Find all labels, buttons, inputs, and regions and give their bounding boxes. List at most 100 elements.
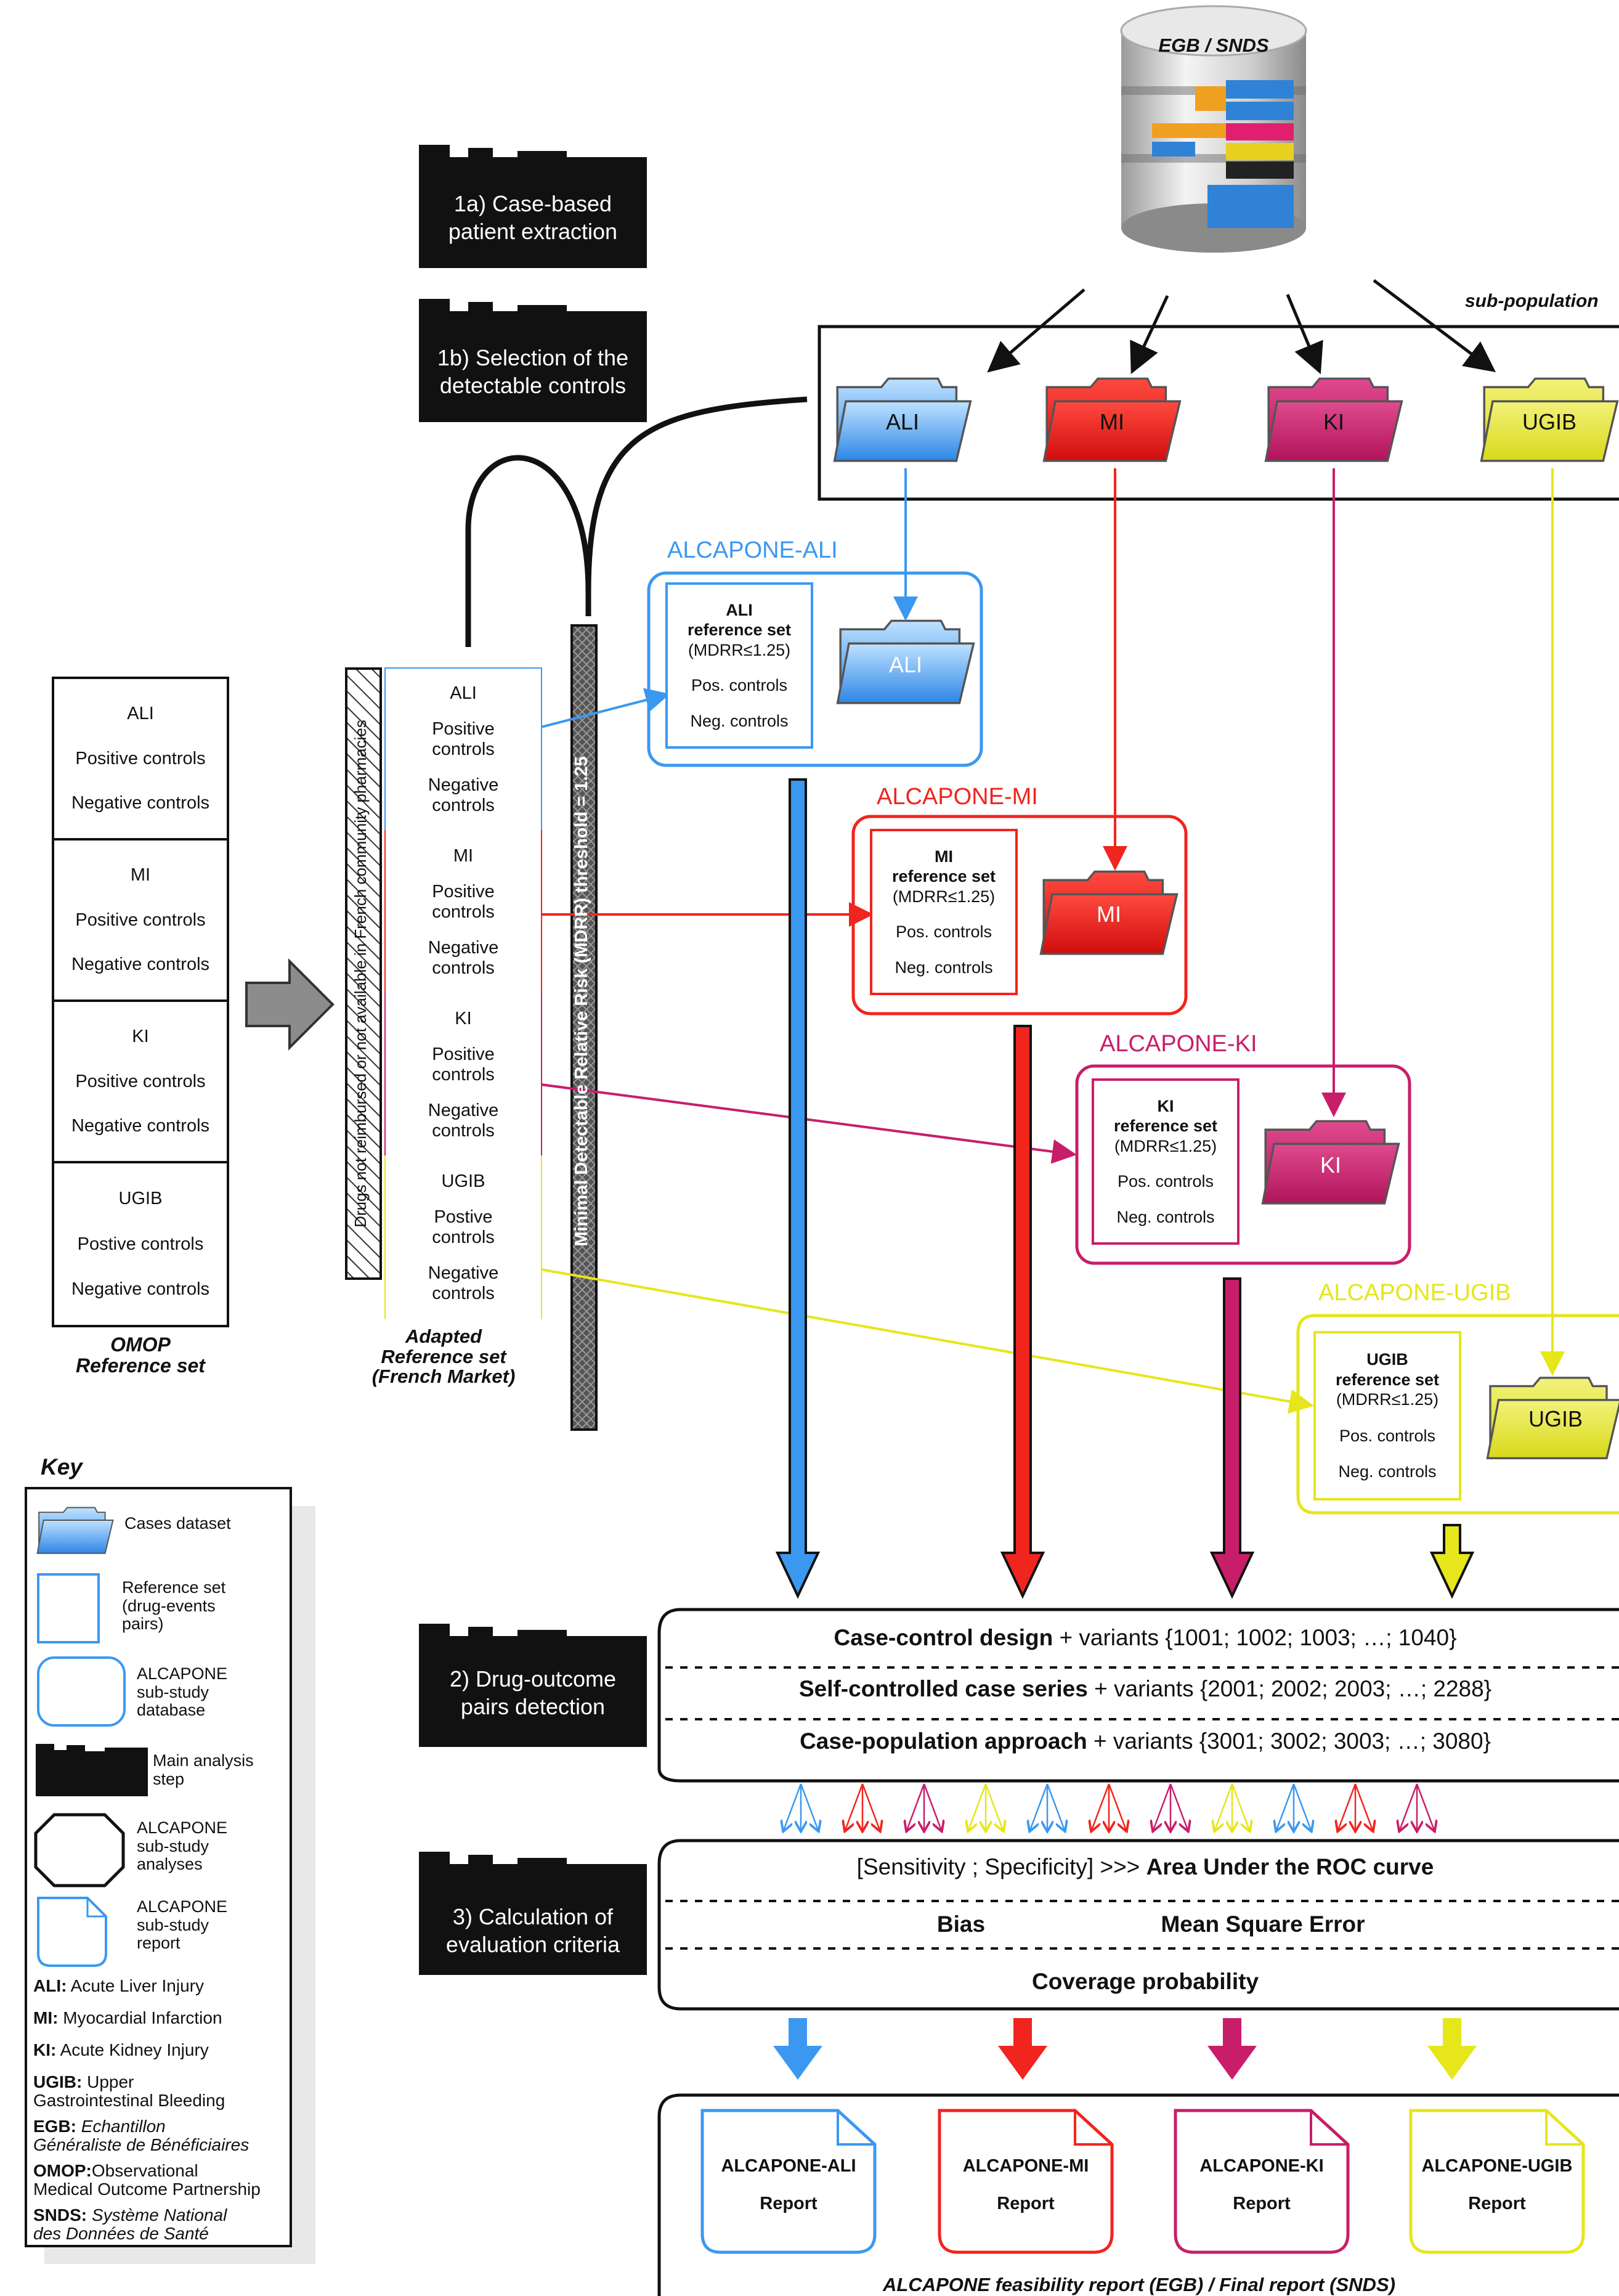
substudy-ki-title: ALCAPONE-KI [1100,1031,1257,1057]
criteria-box [657,1839,1619,2011]
folder-label-ugib: UGIB [1528,1406,1583,1431]
fan-arrow [784,1783,802,1830]
fan-arrow [1108,1783,1126,1830]
key-label-substudy-db: ALCAPONE sub-study database [137,1664,228,1720]
fan-arrow [1215,1783,1233,1830]
report-doc-mi [938,2109,1114,2254]
substudy-ali-box [647,571,983,767]
abbr-ugib: UGIB: Upper Gastrointestinal Bleeding [33,2072,225,2111]
fan-arrow [1169,1783,1188,1830]
fan-arrow [1400,1783,1418,1830]
fan-arrow [984,1783,1003,1830]
analysis-sccs: Self-controlled case series + variants {… [798,1676,1492,1701]
omop-to-adapted-arrow [245,958,335,1051]
fan-arrow [1231,1783,1249,1830]
abbr-mi: MI: Myocardial Infarction [33,2008,222,2027]
substudy-ugib-title: ALCAPONE-UGIB [1318,1280,1511,1306]
step-1a-shape [419,145,647,268]
fan-arrow [1030,1783,1049,1830]
final-report-caption: ALCAPONE feasibility report (EGB) / Fina… [883,2274,1395,2295]
abbr-snds: SNDS: Système National des Données de Sa… [33,2205,227,2244]
key-label-refset: Reference set (drug-events pairs) [122,1578,226,1634]
folder-label-mi-top: MI [1100,409,1124,434]
substudy-ki-box [1075,1064,1411,1265]
criteria-bias: Bias [936,1911,986,1937]
fan-arrow [1153,1783,1172,1830]
fan-arrow [923,1783,941,1830]
substudy-ali-title: ALCAPONE-ALI [667,537,838,563]
report-doc-ali [700,2109,877,2254]
reports-box [657,2093,1619,2296]
db-arrows [987,279,1496,375]
key-box [25,1487,315,2264]
abbr-omop: OMOP:Observational Medical Outcome Partn… [33,2161,261,2199]
big-down-arrows [775,778,1475,1599]
folder-label-ki: KI [1320,1152,1341,1178]
selection-curve [465,396,808,647]
key-label-cases: Cases dataset [124,1514,231,1533]
fan-arrow [1354,1783,1373,1830]
fan-arrow [1276,1783,1295,1830]
abbr-ki: KI: Acute Kidney Injury [33,2040,209,2059]
fan-arrow [845,1783,864,1830]
substudy-mi-title: ALCAPONE-MI [877,784,1038,810]
analysis-case-control: Case-control design + variants {1001; 10… [834,1625,1457,1650]
fan-arrow [1338,1783,1357,1830]
report-arrows [773,2018,1477,2080]
database-icon [1120,5,1307,253]
fan-arrow [1292,1783,1311,1830]
fan-arrow [968,1783,987,1830]
fan-arrow [1046,1783,1065,1830]
folder-label-ali-top: ALI [885,409,920,434]
step-1b-shape [419,299,647,422]
abbr-ali: ALI: Acute Liver Injury [33,1976,204,1995]
key-label-report: ALCAPONE sub-study report [137,1897,228,1953]
key-label-main-step: Main analysis step [153,1751,254,1788]
not-reimbursed-label: Drugs not reimbursed or not available in… [351,720,370,1227]
report-doc-ugib [1409,2109,1585,2254]
fan-arrow [1092,1783,1110,1830]
database-label: EGB / SNDS [1158,35,1269,56]
criteria-coverage: Coverage probability [1031,1969,1259,1994]
folder-label-ugib-top: UGIB [1522,409,1576,434]
fan-arrow [861,1783,880,1830]
not-reimbursed-bar [345,667,382,1280]
arrow-fans [784,1783,1434,1830]
folder-label-ki-top: KI [1323,409,1344,434]
fan-arrow [800,1783,818,1830]
step-2-shape [419,1624,647,1747]
folder-label-mi: MI [1097,902,1121,927]
mdrr-threshold-label: Minimal Detectable Relative Risk (MDRR) … [572,756,591,1247]
substudy-ugib-box [1296,1314,1619,1515]
criteria-mse: Mean Square Error [1161,1911,1365,1937]
key-title: Key [41,1454,83,1480]
key-label-analyses: ALCAPONE sub-study analyses [137,1818,228,1874]
subpopulation-box [818,325,1619,501]
analysis-box [657,1608,1619,1783]
subpopulation-label: sub-population [1465,291,1599,311]
